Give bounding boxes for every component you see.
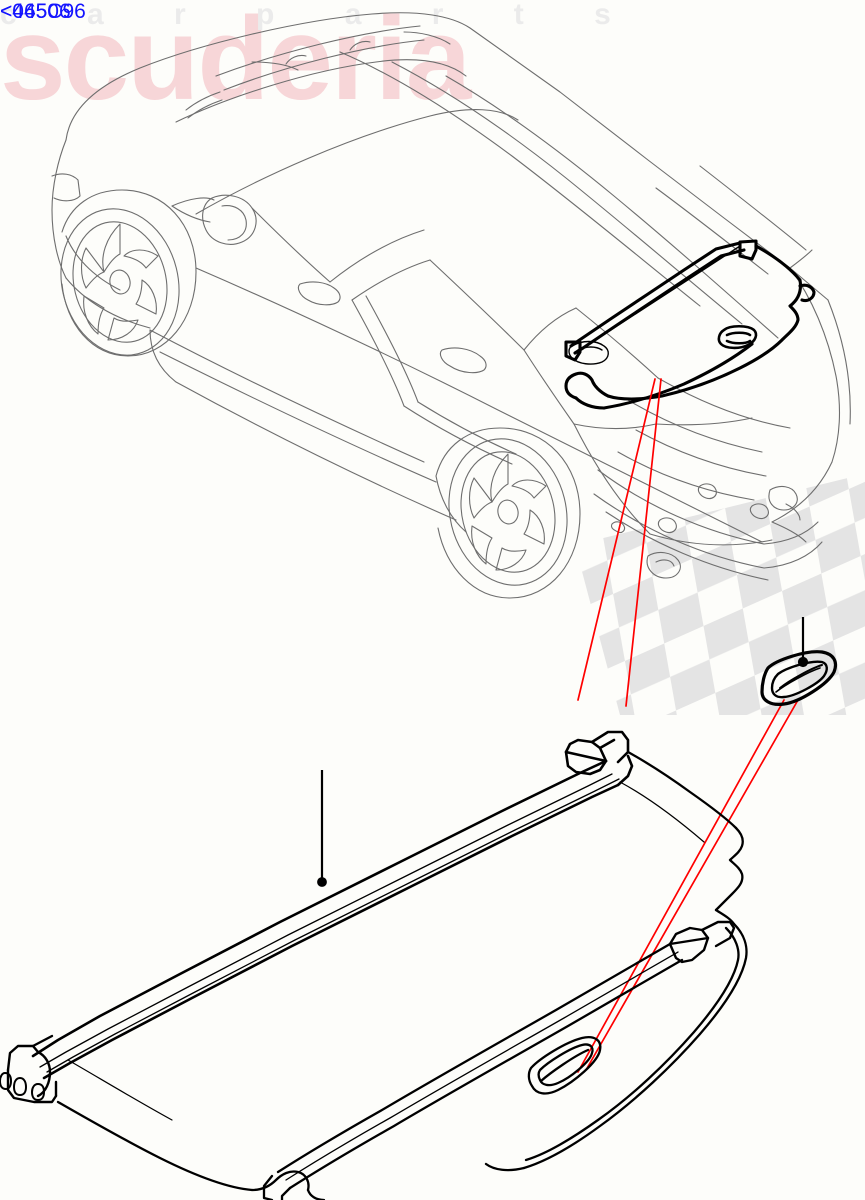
support-bar: [276, 942, 684, 1190]
support-bar-inner: [285, 951, 679, 1181]
handle-outer-bezel: [760, 650, 838, 706]
watermark-brand: scuderia: [0, 0, 471, 125]
leader-line-handle-2: [585, 699, 799, 1071]
callout-label-045C96[interactable]: <045C96: [0, 0, 86, 23]
support-bar-end-tab: [262, 1174, 292, 1200]
roller-tube-inner-line: [39, 773, 620, 1073]
right-end-cap: [564, 730, 634, 787]
leader-line-handle-1: [577, 699, 785, 1073]
watermark-tagline: c a r p a r t s: [0, 0, 642, 31]
cover-fabric-panel: [484, 750, 748, 1172]
leader-46506: [317, 770, 327, 887]
leader-line-cover-1: [577, 378, 656, 701]
support-bar-end-boss: [668, 920, 736, 964]
installed-cover-handle: [717, 324, 758, 350]
handle-strap: [779, 664, 823, 689]
roller-tube: [31, 759, 620, 1080]
leader-line-cover-2: [625, 378, 662, 707]
vehicle-body-outline: [51, 12, 851, 599]
rear-wheel-spokes: [468, 453, 547, 571]
handle-inner-recess: [770, 660, 828, 699]
cover-pull-handle: [527, 1036, 602, 1095]
mounting-pins: [0, 1072, 45, 1101]
fabric-seam-lines: [67, 781, 705, 1121]
front-wheel-spokes: [80, 223, 159, 341]
leader-045C96: [797, 617, 809, 668]
callout-label-46506[interactable]: <46506: [0, 0, 71, 23]
